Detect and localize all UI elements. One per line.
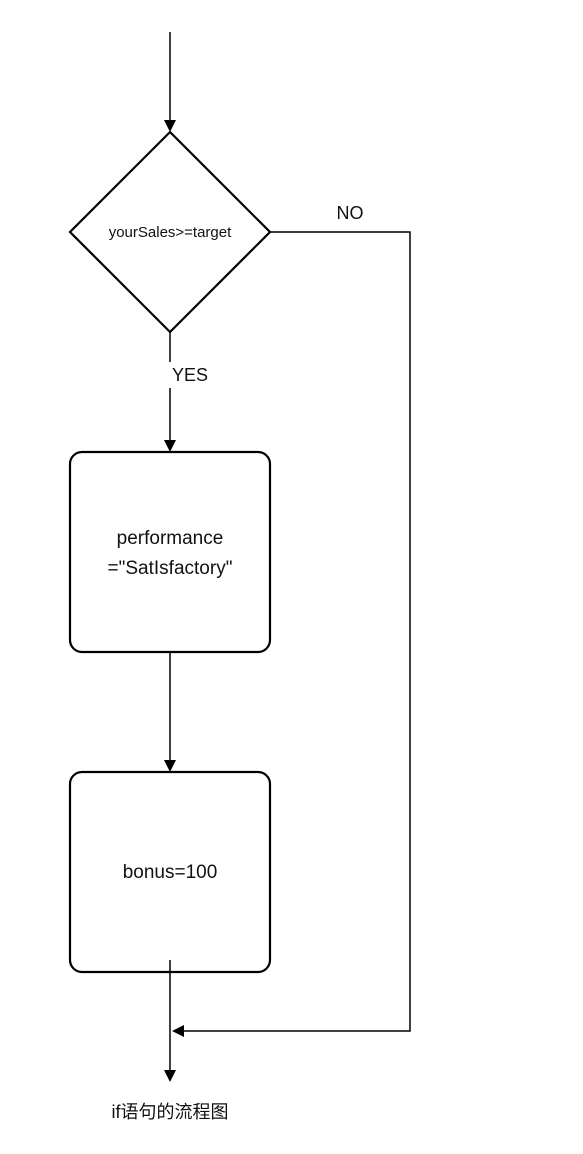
no-label: NO (337, 203, 364, 223)
yes-label: YES (172, 365, 208, 385)
decision-text: yourSales>=target (109, 224, 232, 241)
process-performance-box (68, 450, 272, 654)
diagram-caption: if语句的流程图 (112, 1102, 229, 1122)
process-performance-line2: ="SatIsfactory" (108, 558, 233, 579)
process-performance-line1: performance (117, 528, 224, 549)
process-bonus-text: bonus=100 (123, 862, 218, 883)
no-edge-path (172, 231, 411, 1037)
